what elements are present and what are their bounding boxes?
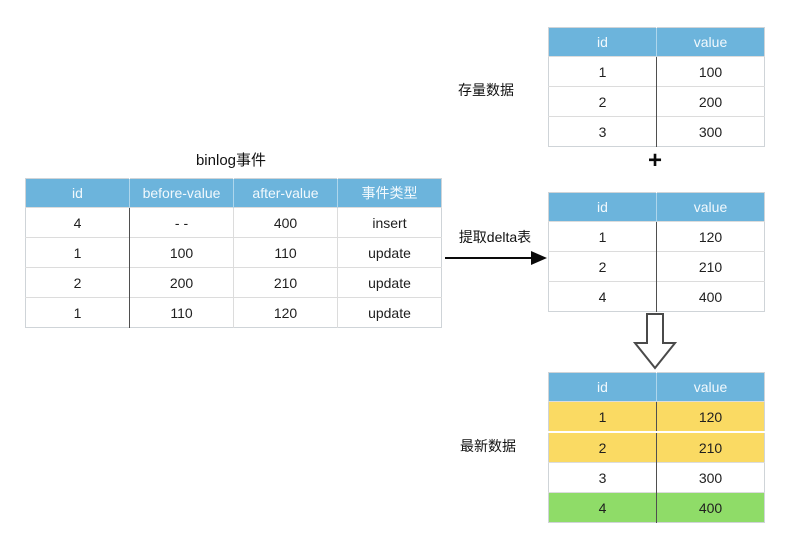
binlog-events-table: id before-value after-value 事件类型 4 - - 4… [25,178,442,328]
cell-event-type: update [337,237,442,268]
table-row: 2 210 [548,251,765,282]
delta-header-row: id value [548,192,765,222]
table-row: 2 200 210 update [25,267,442,298]
table-row: 2 210 [548,431,765,463]
binlog-header-row: id before-value after-value 事件类型 [25,178,442,208]
cell-id: 2 [548,86,657,117]
cell-before-value: 100 [129,237,234,268]
table-row: 4 400 [548,492,765,523]
cell-after-value: 120 [233,297,338,328]
cell-id: 4 [25,207,130,238]
table-row: 2 200 [548,86,765,117]
column-header-id: id [548,372,657,402]
cell-value: 300 [656,116,765,147]
cell-id: 2 [548,431,657,463]
table-row: 1 120 [548,221,765,252]
column-header-value: value [656,192,765,222]
cell-value: 400 [656,281,765,312]
column-header-after-value: after-value [233,178,338,208]
latest-data-label: 最新数据 [460,438,516,454]
cell-before-value: - - [129,207,234,238]
column-header-value: value [656,27,765,57]
down-arrow-icon [632,313,678,370]
cell-id: 1 [548,221,657,252]
cell-value: 200 [656,86,765,117]
cell-id: 4 [548,281,657,312]
table-row: 4 400 [548,281,765,312]
cell-id: 3 [548,462,657,493]
stock-header-row: id value [548,27,765,57]
cell-value: 210 [656,431,765,463]
table-row: 4 - - 400 insert [25,207,442,238]
cell-value: 120 [656,401,765,432]
cell-after-value: 400 [233,207,338,238]
table-row: 1 110 120 update [25,297,442,328]
cell-value: 300 [656,462,765,493]
binlog-table-title: binlog事件 [195,152,267,169]
table-row: 3 300 [548,116,765,147]
column-header-value: value [656,372,765,402]
latest-data-table: id value 1 120 2 210 3 300 4 400 [548,372,765,523]
stock-data-table: id value 1 100 2 200 3 300 [548,27,765,147]
cell-value: 120 [656,221,765,252]
table-row: 1 100 [548,56,765,87]
latest-header-row: id value [548,372,765,402]
cell-event-type: insert [337,207,442,238]
cell-id: 1 [548,401,657,432]
cell-id: 3 [548,116,657,147]
cell-event-type: update [337,267,442,298]
column-header-id: id [548,27,657,57]
cell-value: 210 [656,251,765,282]
table-row: 1 100 110 update [25,237,442,268]
cell-before-value: 110 [129,297,234,328]
cell-after-value: 110 [233,237,338,268]
cell-id: 4 [548,492,657,523]
cell-id: 1 [548,56,657,87]
delta-table: id value 1 120 2 210 4 400 [548,192,765,312]
table-row: 1 120 [548,401,765,432]
column-header-id: id [548,192,657,222]
cell-before-value: 200 [129,267,234,298]
column-header-id: id [25,178,130,208]
cell-id: 2 [548,251,657,282]
cell-value: 100 [656,56,765,87]
table-row: 3 300 [548,462,765,493]
cell-value: 400 [656,492,765,523]
cell-id: 1 [25,237,130,268]
cell-after-value: 210 [233,267,338,298]
right-arrow-icon [445,251,547,265]
stock-data-label: 存量数据 [458,82,514,98]
column-header-before-value: before-value [129,178,234,208]
cell-event-type: update [337,297,442,328]
plus-icon: + [647,147,662,174]
extract-delta-label: 提取delta表 [458,229,532,245]
column-header-event-type: 事件类型 [337,178,442,208]
cell-id: 2 [25,267,130,298]
cell-id: 1 [25,297,130,328]
